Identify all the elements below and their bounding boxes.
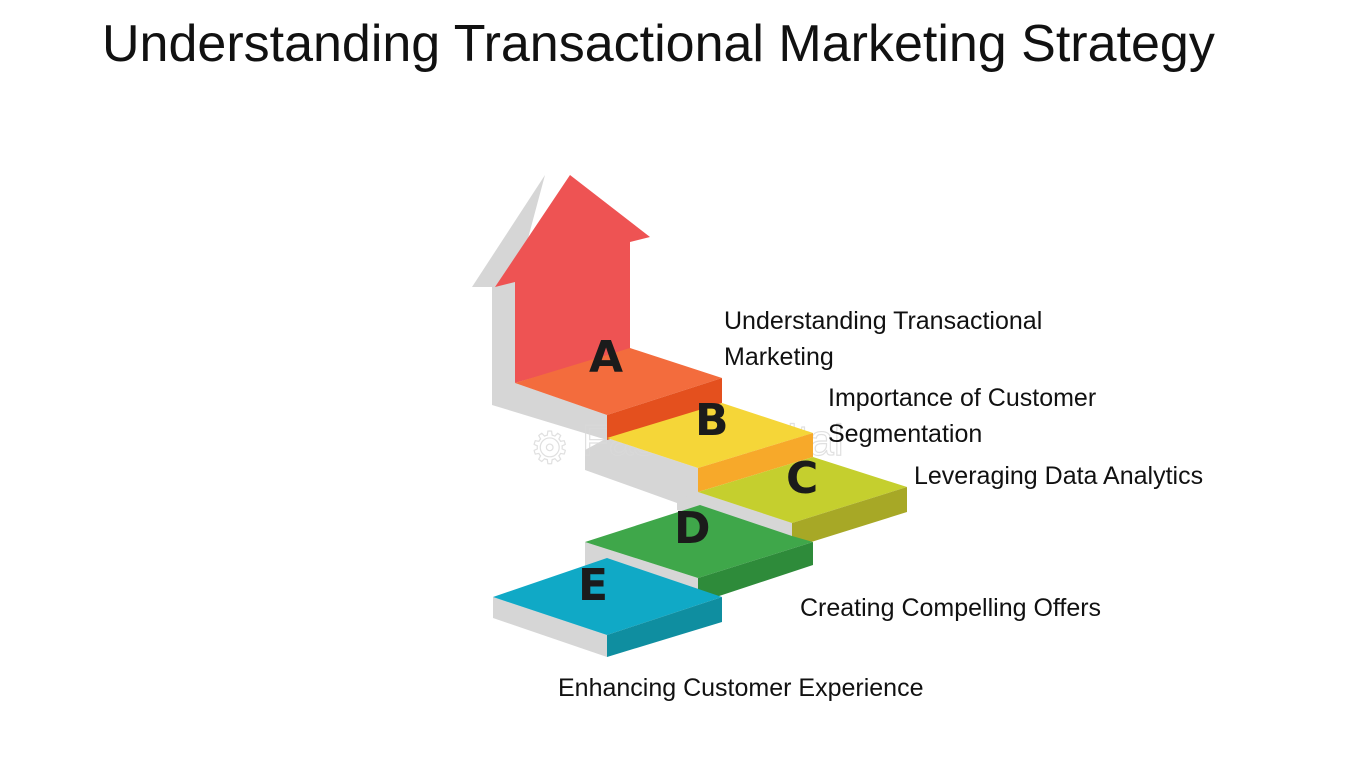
step-a-label-line2: Marketing [724, 343, 834, 371]
step-b-label-line2: Segmentation [828, 420, 983, 448]
step-e-front [607, 597, 722, 657]
step-e-side [493, 597, 607, 657]
step-c-label: Leveraging Data Analytics [914, 462, 1204, 490]
step-e-top [493, 558, 722, 635]
step-d-top [585, 505, 813, 578]
step-b-label-line1: Importance of Customer [828, 384, 1097, 412]
arrow-side [472, 175, 607, 440]
step-b-front [698, 433, 813, 492]
step-e-label: Enhancing Customer Experience [558, 674, 924, 702]
step-a-label-line1: Understanding Transactional [724, 307, 1043, 335]
step-d-front [698, 542, 813, 603]
step-c-front [792, 487, 907, 548]
step-letter-b: B [695, 395, 729, 446]
step-letter-c: C [786, 453, 818, 504]
step-letter-d: D [674, 503, 711, 554]
step-letter-a: A [589, 332, 623, 383]
page-title: Understanding Transactional Marketing St… [102, 15, 1215, 73]
step-a-front [607, 378, 722, 440]
arrow-face [495, 175, 650, 383]
step-b-label: Importance of Customer Segmentation [828, 380, 1096, 452]
step-a-top [515, 348, 722, 415]
step-a-label: Understanding Transactional Marketing [724, 303, 1042, 375]
step-b-top [607, 403, 813, 468]
watermark-logo: ⚙ [530, 424, 569, 473]
step-c-top [698, 457, 907, 523]
step-d-label: Creating Compelling Offers [800, 594, 1102, 622]
step-letter-e: E [578, 560, 608, 611]
